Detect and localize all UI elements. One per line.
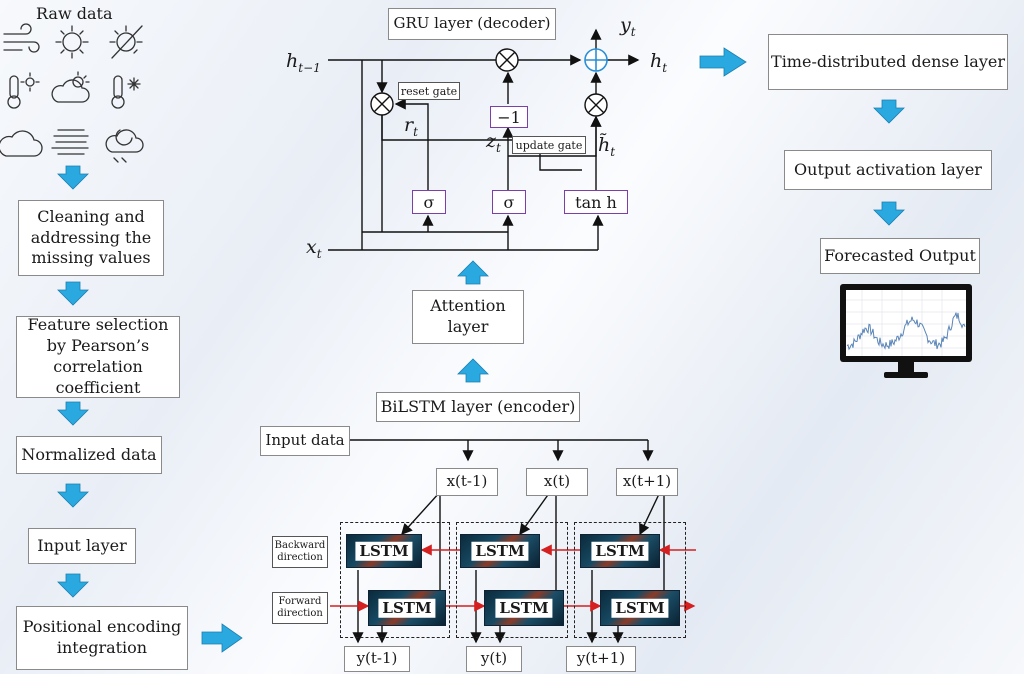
input-x-t-minus-1: x(t-1) xyxy=(436,468,498,496)
lstm-forward-3: LSTM xyxy=(600,590,680,626)
bilstm-title: BiLSTM layer (encoder) xyxy=(376,392,580,422)
y-t-label: yt xyxy=(620,14,636,39)
sigma-gate-reset: σ xyxy=(412,190,446,214)
partly-cloudy-icon xyxy=(51,71,90,103)
output-y-t: y(t) xyxy=(466,646,522,672)
cloudy-night-icon xyxy=(105,129,144,163)
h-prev-label: ht−1 xyxy=(286,50,321,75)
sun-icon xyxy=(55,25,89,59)
hot-thermometer-icon xyxy=(7,72,40,109)
sigma-gate-update: σ xyxy=(492,190,526,214)
positional-encoding-box: Positional encoding integration xyxy=(16,606,188,670)
reset-gate-label: reset gate xyxy=(398,82,460,100)
lstm-forward-1: LSTM xyxy=(368,590,446,626)
h-tilde-label: h̃t xyxy=(598,134,616,159)
raw-data-label: Raw data xyxy=(36,4,113,23)
output-activation-box: Output activation layer xyxy=(784,150,992,190)
input-layer-box: Input layer xyxy=(28,528,136,564)
cleaning-box: Cleaning and addressing the missing valu… xyxy=(18,200,164,276)
feature-selection-box: Feature selection by Pearson’s correlati… xyxy=(16,315,180,398)
attention-layer-box: Attention layer xyxy=(412,290,524,344)
wind-icon xyxy=(3,23,40,53)
forecasted-output-box: Forecasted Output xyxy=(820,238,980,274)
input-x-t-plus-1: x(t+1) xyxy=(616,468,678,496)
output-y-t-minus-1: y(t-1) xyxy=(344,646,410,672)
minus-one-box: −1 xyxy=(490,106,528,128)
gru-title: GRU layer (decoder) xyxy=(388,8,556,40)
normalized-data-box: Normalized data xyxy=(16,436,162,474)
lstm-group-1 xyxy=(340,522,450,638)
x-t-label: xt xyxy=(306,236,322,261)
z-t-label: zt xyxy=(486,130,501,155)
cloud-icon xyxy=(0,130,43,157)
cold-thermometer-icon xyxy=(111,75,141,109)
lstm-backward-1: LSTM xyxy=(346,534,422,568)
lstm-backward-2: LSTM xyxy=(460,534,540,568)
lstm-backward-3: LSTM xyxy=(580,534,660,568)
tanh-gate: tan h xyxy=(564,190,628,214)
fog-icon xyxy=(51,129,89,155)
input-x-t: x(t) xyxy=(526,468,588,496)
h-t-label: ht xyxy=(650,50,668,75)
input-data-box: Input data xyxy=(260,426,350,456)
no-sun-icon xyxy=(109,25,143,59)
backward-direction-label: Backward direction xyxy=(272,536,328,568)
dense-layer-box: Time-distributed dense layer xyxy=(768,34,1008,90)
output-y-t-plus-1: y(t+1) xyxy=(566,646,636,672)
lstm-group-2 xyxy=(456,522,568,638)
monitor-icon xyxy=(840,284,972,378)
r-t-label: rt xyxy=(404,114,418,139)
update-gate-label: update gate xyxy=(512,136,586,154)
lstm-forward-2: LSTM xyxy=(484,590,564,626)
lstm-group-3 xyxy=(574,522,686,638)
forward-direction-label: Forward direction xyxy=(272,592,328,624)
